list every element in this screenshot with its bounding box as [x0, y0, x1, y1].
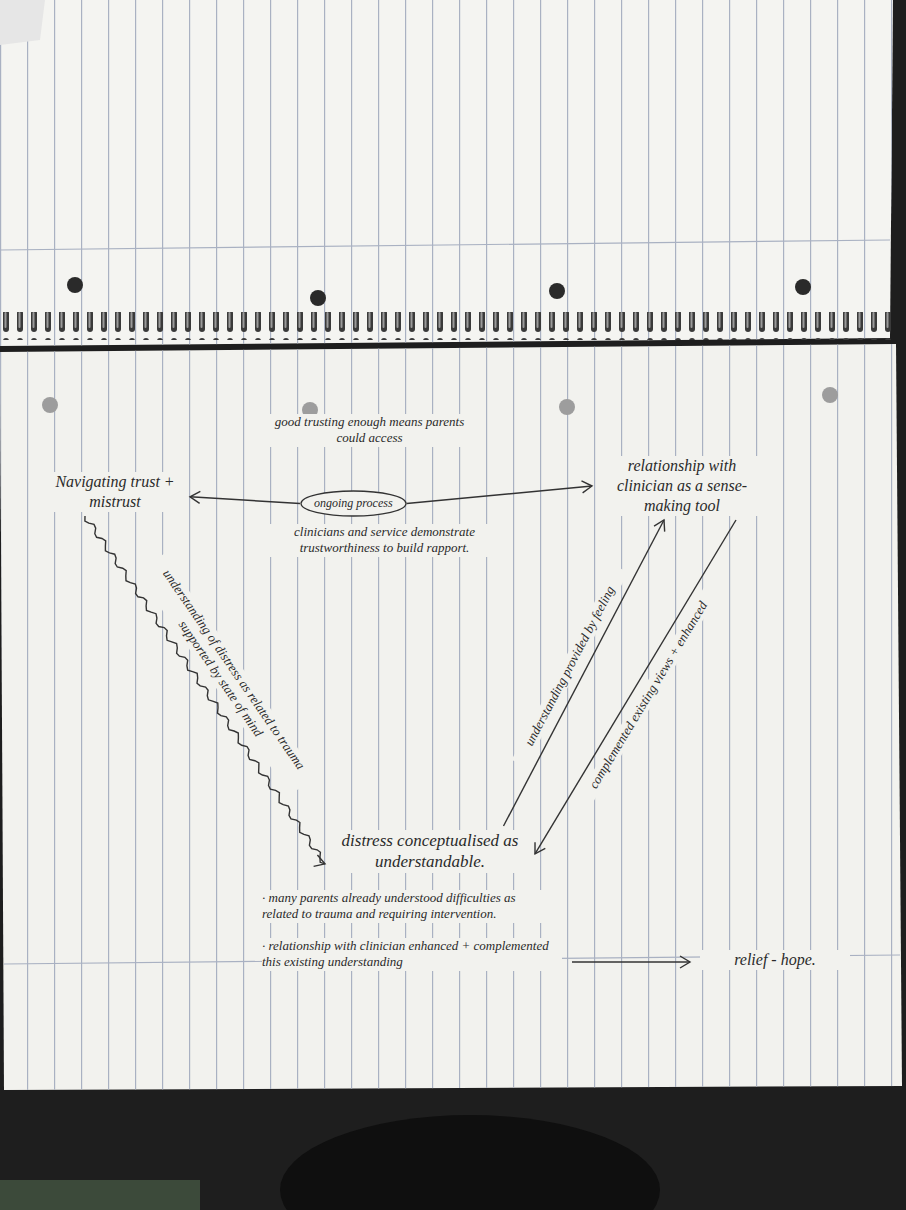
note-node: relationship with clinician as a sense-m…	[592, 452, 772, 520]
note-label: relief - hope.	[700, 950, 850, 970]
connector-arrow	[190, 497, 300, 504]
edge-label: understanding of distress as related to …	[137, 554, 317, 795]
note-text: relationship with clinician as a sense-m…	[598, 456, 766, 516]
connector-arrow	[85, 516, 325, 864]
note-label: good trusting enough means parents could…	[262, 414, 477, 447]
circled-note: ongoing process	[300, 490, 407, 517]
note-label: clinicians and service demonstrate trust…	[262, 524, 507, 557]
note-label: · many parents already understood diffic…	[262, 890, 552, 923]
note-text: Navigating trust + mistrust	[46, 472, 184, 512]
note-label: · relationship with clinician enhanced +…	[262, 938, 562, 971]
note-text: ongoing process	[314, 496, 393, 511]
note-text: distress conceptualised as understandabl…	[331, 830, 529, 873]
note-node: Navigating trust + mistrust	[40, 468, 190, 516]
note-node: distress conceptualised as understandabl…	[325, 826, 535, 877]
connector-arrow	[407, 486, 592, 504]
leader-arrow	[572, 961, 690, 962]
edge-label: understanding provided by feeling	[512, 565, 629, 767]
connector-arrow	[504, 520, 665, 826]
